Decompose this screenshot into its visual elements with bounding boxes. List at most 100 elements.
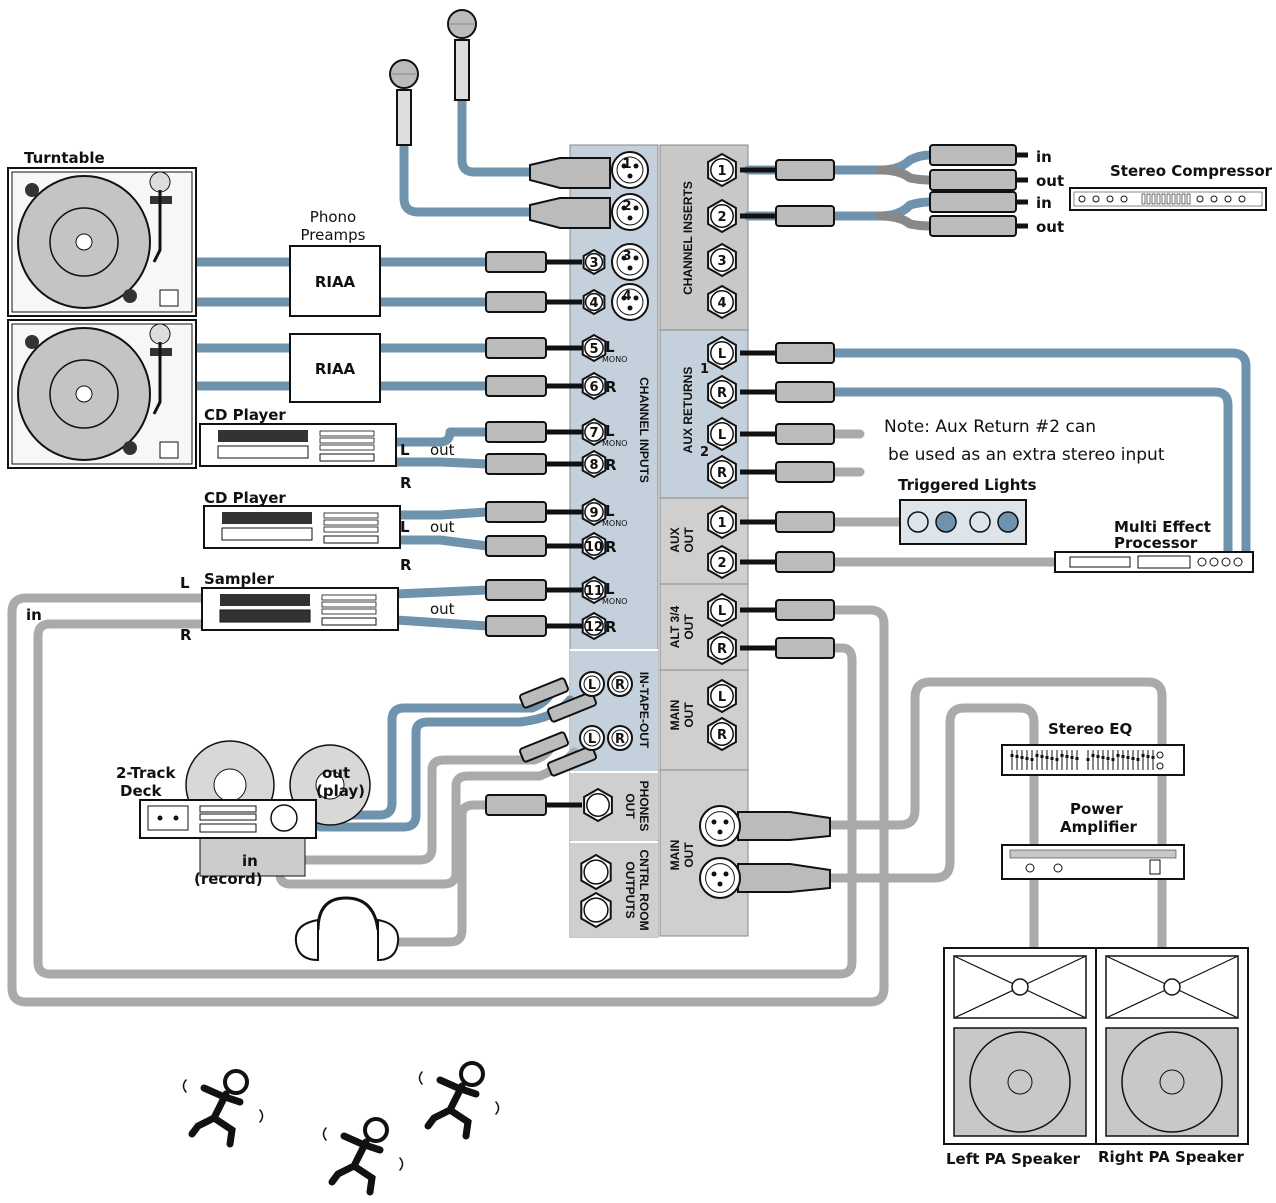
aux-out-jack-2-number: 2 xyxy=(717,556,726,571)
eq-fader-cap xyxy=(1025,757,1029,760)
alt-out-jack[interactable]: L xyxy=(707,592,737,628)
ch11-l-label: L xyxy=(605,580,615,598)
line-input-3-number: 3 xyxy=(589,256,598,271)
line-input-4[interactable]: 4 xyxy=(582,288,606,316)
main-out-trs-jack[interactable]: R xyxy=(707,716,737,752)
aux-return-jack[interactable]: L xyxy=(707,335,737,371)
eq-fader-cap xyxy=(1070,756,1074,759)
ch-number: 2 xyxy=(622,199,631,214)
insert-jack-4-number: 4 xyxy=(717,296,726,311)
riaa-label-1: RIAA xyxy=(315,273,356,291)
left-speaker-label: Left PA Speaker xyxy=(946,1150,1081,1168)
section-main-out-rca-1: MAIN xyxy=(668,700,682,731)
compressor-button xyxy=(1166,193,1171,205)
alt-out-jack[interactable]: R xyxy=(707,630,737,666)
compressor-knob xyxy=(1238,195,1246,203)
aux-return-jack[interactable]: R xyxy=(707,374,737,410)
eq-fader-cap xyxy=(1040,755,1044,758)
insert-jack-4[interactable]: 4 xyxy=(707,284,737,320)
tape-rca-jack[interactable]: R xyxy=(607,725,633,751)
compressor-button xyxy=(1141,193,1146,205)
cd2-l-label: L xyxy=(400,518,410,536)
eq-fader-cap xyxy=(1065,755,1069,758)
deck-label-2: Deck xyxy=(120,782,163,800)
ch5-l-label: L xyxy=(605,338,615,356)
cd-player-2-icon xyxy=(203,505,401,549)
main-out-trs-jack[interactable]: L xyxy=(707,678,737,714)
line-input-6-number: 6 xyxy=(589,380,598,395)
eq-fader-cap xyxy=(1045,756,1049,759)
tape-rca-jack[interactable]: L xyxy=(579,725,605,751)
main-out-xlr-r[interactable] xyxy=(699,857,741,899)
turntable-label: Turntable xyxy=(24,149,105,167)
control-room-jack-l[interactable] xyxy=(580,853,612,891)
ch-number: 4 xyxy=(622,289,631,304)
rca-lr-label: L xyxy=(588,678,596,693)
xlr-input-1[interactable]: 1 xyxy=(611,151,649,189)
tape-rca-jack[interactable]: R xyxy=(607,671,633,697)
compressor-button xyxy=(1146,193,1151,205)
line-input-5-number: 5 xyxy=(589,342,598,357)
aux-return-jack-number: R xyxy=(717,466,727,481)
main-out-xlr-l[interactable] xyxy=(699,805,741,847)
cd-player-1-icon xyxy=(199,423,397,467)
line-input-11[interactable]: 11 xyxy=(581,575,607,605)
compressor-knob xyxy=(1106,195,1114,203)
ch-number: 3 xyxy=(622,249,631,264)
eq-fader-cap xyxy=(1015,755,1019,758)
line-input-7[interactable]: 7 xyxy=(581,417,607,447)
ch9-l-label: L xyxy=(605,502,615,520)
insert-jack-1[interactable]: 1 xyxy=(707,152,737,188)
sampler-icon xyxy=(201,587,399,631)
eq-fader-cap xyxy=(1121,755,1125,758)
sampler-l-label: L xyxy=(180,574,190,592)
mfx-label-1: Multi Effect xyxy=(1114,518,1211,536)
comp-in-1-label: in xyxy=(1036,148,1052,166)
control-room-jack-r[interactable] xyxy=(580,891,612,929)
eq-fader-cap xyxy=(1146,755,1150,758)
eq-fader-cap xyxy=(1086,758,1090,761)
line-input-8[interactable]: 8 xyxy=(581,449,607,479)
line-input-3[interactable]: 3 xyxy=(582,248,606,276)
right-speaker-icon xyxy=(1095,947,1249,1145)
tape-rca-jack[interactable]: L xyxy=(579,671,605,697)
cd-player-2-label: CD Player xyxy=(204,489,286,507)
xlr-input-4[interactable]: 4 xyxy=(611,283,649,321)
line-input-6[interactable]: 6 xyxy=(581,371,607,401)
ch5-mono-label: MONO xyxy=(602,355,627,364)
xlr-input-3[interactable]: 3 xyxy=(611,243,649,281)
comp-in-2-label: in xyxy=(1036,194,1052,212)
rca-lr-label: R xyxy=(615,678,625,693)
aux-return-jack[interactable]: R xyxy=(707,454,737,490)
phones-jack[interactable] xyxy=(583,787,613,823)
xlr-input-2[interactable]: 2 xyxy=(611,193,649,231)
section-aux-out-2: OUT xyxy=(682,527,696,553)
insert-jack-2-number: 2 xyxy=(717,210,726,225)
mfx-label-2: Processor xyxy=(1114,534,1198,552)
right-speaker-label: Right PA Speaker xyxy=(1098,1148,1245,1166)
ch11-mono-label: MONO xyxy=(602,597,627,606)
eq-fader-cap xyxy=(1020,756,1024,759)
aux-return-jack[interactable]: L xyxy=(707,416,737,452)
aux-out-jack-1[interactable]: 1 xyxy=(707,504,737,540)
insert-jack-3[interactable]: 3 xyxy=(707,242,737,278)
ch-number: 1 xyxy=(622,157,631,172)
line-input-9[interactable]: 9 xyxy=(581,497,607,527)
line-input-5[interactable]: 5 xyxy=(581,333,607,363)
compressor-knob xyxy=(1210,195,1218,203)
eq-fader-cap xyxy=(1096,755,1100,758)
eq-fader-cap xyxy=(1091,754,1095,757)
headphones-icon xyxy=(294,896,400,962)
line-input-10[interactable]: 10 xyxy=(581,531,607,561)
eq-fader-cap xyxy=(1030,758,1034,761)
aux-return-1-label: 1 xyxy=(700,362,709,377)
compressor-knob xyxy=(1078,195,1086,203)
insert-jack-2[interactable]: 2 xyxy=(707,198,737,234)
left-speaker-icon xyxy=(943,947,1097,1145)
eq-fader-cap xyxy=(1126,756,1130,759)
deck-in-label-2: (record) xyxy=(194,870,263,888)
comp-out-1-label: out xyxy=(1036,172,1064,190)
line-input-12[interactable]: 12 xyxy=(581,611,607,641)
aux-out-jack-2[interactable]: 2 xyxy=(707,544,737,580)
